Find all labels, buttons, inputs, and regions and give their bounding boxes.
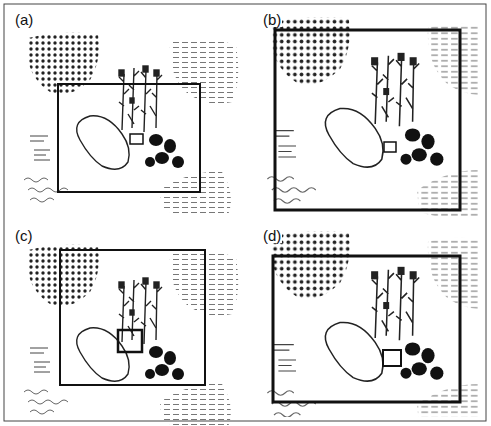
- panel-label: (a): [14, 12, 34, 27]
- panel-label: (b): [262, 12, 282, 27]
- panel-label: (c): [14, 228, 34, 243]
- panel-label: (d): [262, 228, 282, 243]
